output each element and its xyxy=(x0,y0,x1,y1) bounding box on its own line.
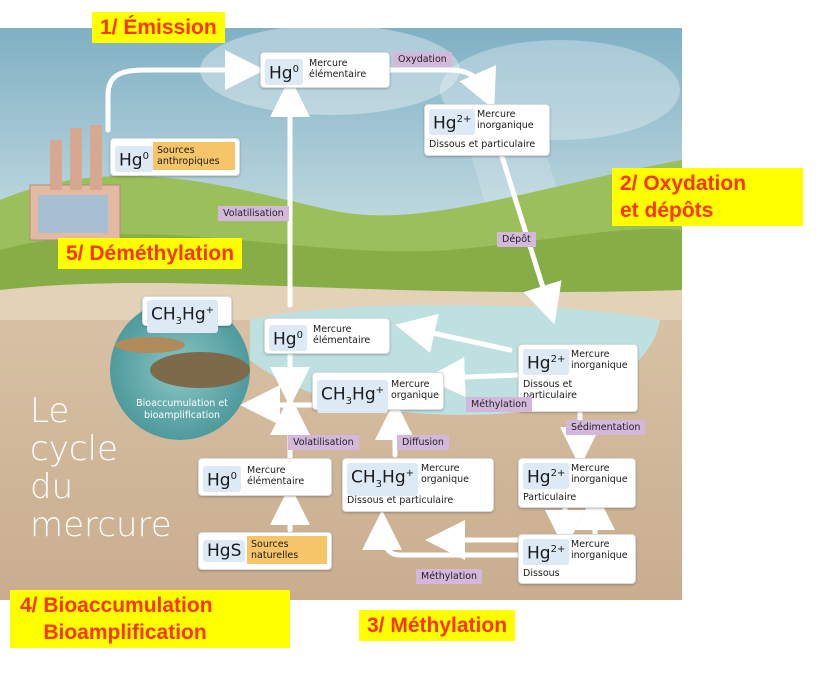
node-ch3hg-fish: CH3Hg+ xyxy=(142,296,232,334)
node-hg0-ground: Hg0 Mercure élémentaire xyxy=(198,458,332,496)
node-ch3hg-lake: CH3Hg+ Mercure organique xyxy=(312,372,444,414)
step-bioaccumulation-label: 4/ Bioaccumulation Bioamplification xyxy=(10,590,290,648)
node-name: Mercure élémentaire xyxy=(313,324,371,346)
process-methylation-low: Méthylation xyxy=(416,569,483,584)
node-hg0-lake: Hg0 Mercure élémentaire xyxy=(264,318,390,354)
node-ch3hg-sediment: CH3Hg+ Mercure organique Dissous et part… xyxy=(342,458,494,512)
node-name: Mercure inorganique xyxy=(571,463,628,485)
node-hg0-sources: Hg0 Sources anthropiques xyxy=(110,138,240,176)
node-name: Mercure inorganique xyxy=(477,109,534,131)
node-name: Sources naturelles xyxy=(247,536,327,564)
hg2-symbol: Hg2+ xyxy=(429,109,476,135)
step-emission-label: 1/ Émission xyxy=(92,12,225,43)
ch3hg-symbol: CH3Hg+ xyxy=(147,300,218,334)
node-hg2-dissolved: Hg2+ Mercure inorganique Dissous xyxy=(518,534,636,584)
ch3hg-symbol: CH3Hg+ xyxy=(347,463,418,497)
title-line: mercure xyxy=(30,505,172,545)
hg2-symbol: Hg2+ xyxy=(523,349,570,375)
hg2-symbol: Hg2+ xyxy=(523,463,570,489)
hg0-symbol: Hg0 xyxy=(265,59,303,85)
ch3hg-symbol: CH3Hg+ xyxy=(317,380,388,414)
node-name: Mercure élémentaire xyxy=(309,58,367,80)
hg2-symbol: Hg2+ xyxy=(523,539,570,565)
node-hg2-lake: Hg2+ Mercure inorganique Dissous et part… xyxy=(518,344,638,412)
process-sedimentation: Sédimentation xyxy=(566,420,646,435)
hg0-symbol: Hg0 xyxy=(203,466,241,492)
step-methylation-label: 3/ Méthylation xyxy=(359,610,516,641)
node-hg0-top: Hg0 Mercure élémentaire xyxy=(260,52,390,88)
node-name: Mercure inorganique xyxy=(571,349,628,371)
step-demethylation-label: 5/ Déméthylation xyxy=(58,238,243,269)
diagram-title: Le cycle du mercure xyxy=(30,392,172,544)
node-name: Mercure organique xyxy=(391,379,439,401)
hgs-symbol: HgS xyxy=(203,540,246,562)
node-name: Mercure organique xyxy=(421,463,469,485)
node-sub: Dissous et particulaire xyxy=(429,139,536,150)
node-name: Mercure inorganique xyxy=(571,539,628,561)
fish-panel-label: Bioaccumulation et bioamplification xyxy=(136,398,228,421)
node-sub: Dissous et particulaire xyxy=(523,379,578,401)
title-line: cycle xyxy=(30,429,118,469)
hg0-symbol: Hg0 xyxy=(115,146,153,172)
node-hgs-sources: HgS Sources naturelles xyxy=(198,532,332,570)
node-sub: Particulaire xyxy=(523,492,577,503)
step-oxydation-label: 2/ Oxydation et dépôts xyxy=(612,168,803,226)
process-volatilisation-low: Volatilisation xyxy=(288,435,359,450)
title-line: du xyxy=(30,467,74,507)
node-hg2-particulate: Hg2+ Mercure inorganique Particulaire xyxy=(518,458,636,508)
process-volatilisation-top: Volatilisation xyxy=(218,206,289,221)
node-name: Sources anthropiques xyxy=(153,142,235,170)
node-name: Mercure élémentaire xyxy=(247,465,305,487)
node-sub: Dissous et particulaire xyxy=(347,495,454,506)
node-hg2-air: Hg2+ Mercure inorganique Dissous et part… xyxy=(424,104,550,156)
process-methylation-lake: Méthylation xyxy=(466,397,533,412)
process-diffusion: Diffusion xyxy=(397,435,449,450)
process-depot: Dépôt xyxy=(497,232,536,247)
hg0-symbol: Hg0 xyxy=(269,325,307,351)
process-oxydation: Oxydation xyxy=(393,52,452,67)
node-sub: Dissous xyxy=(523,568,560,579)
title-line: Le xyxy=(30,391,70,431)
